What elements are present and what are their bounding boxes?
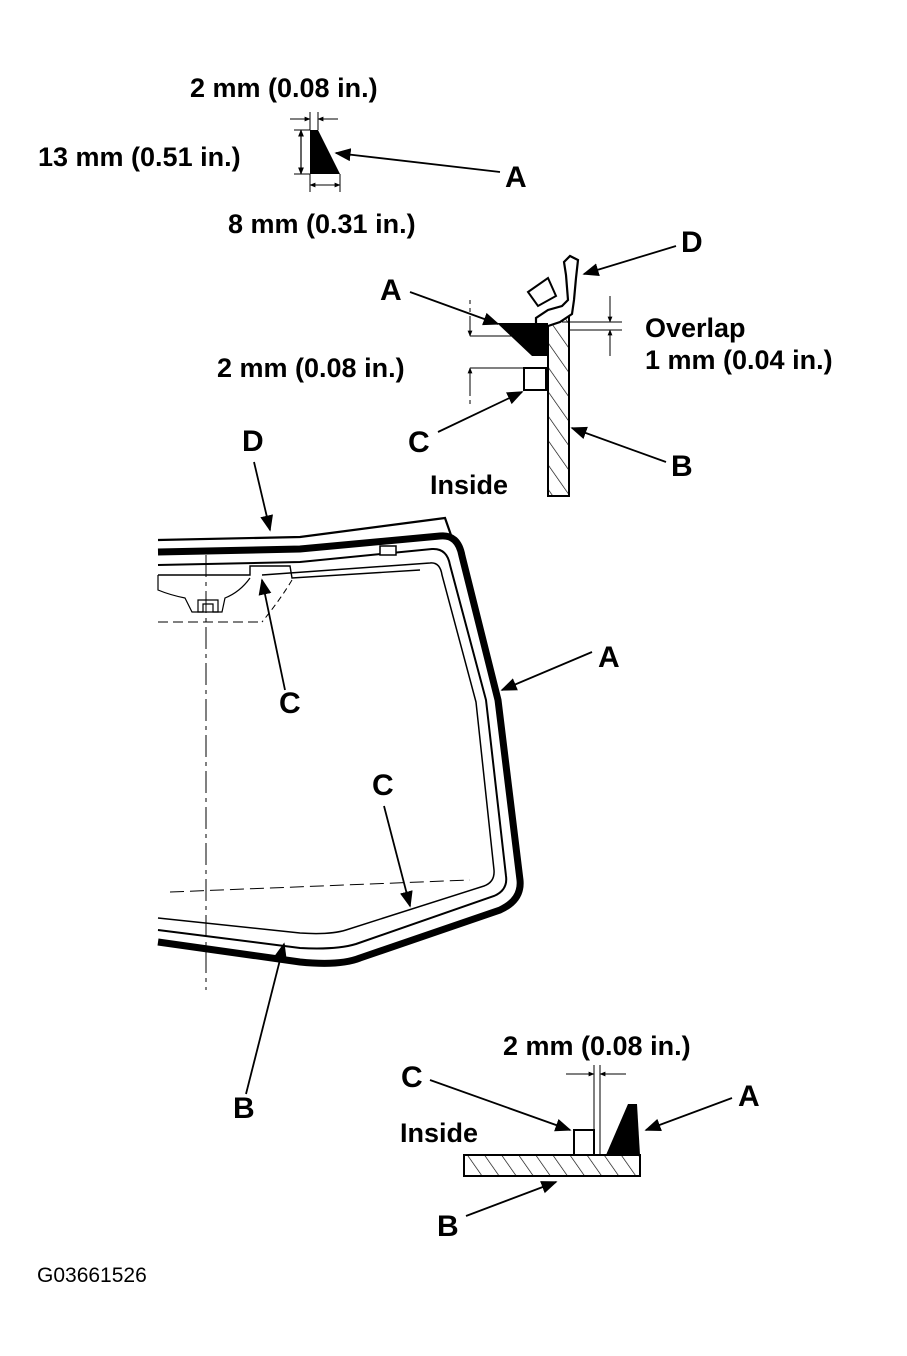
upper-callout-a: A bbox=[380, 274, 402, 307]
upper-section-detail: A D 2 mm (0.08 in.) Overlap 1 mm (0.04 i… bbox=[217, 226, 833, 500]
dam-bead-outline bbox=[157, 532, 524, 967]
lower-dam-a bbox=[606, 1104, 640, 1155]
lower-dim-label: 2 mm (0.08 in.) bbox=[503, 1031, 691, 1061]
upper-callout-b: B bbox=[671, 450, 693, 483]
mirror-bracket bbox=[157, 575, 251, 613]
dam-height-label: 13 mm (0.51 in.) bbox=[38, 142, 241, 172]
inner-panel-line bbox=[158, 565, 421, 579]
dam-width-top-label: 2 mm (0.08 in.) bbox=[190, 73, 378, 103]
spacer-c-section bbox=[523, 367, 547, 391]
windshield-callout-c-bottom: C bbox=[372, 769, 394, 802]
dam-callout-a: A bbox=[505, 161, 527, 194]
upper-callout-d: D bbox=[681, 226, 703, 259]
glass-outer-edge bbox=[157, 547, 508, 950]
windshield-callout-c-top: C bbox=[279, 687, 301, 720]
molding-d-profile bbox=[534, 254, 580, 332]
dam-width-bottom-label: 8 mm (0.31 in.) bbox=[228, 209, 416, 239]
dam-profile-detail: 2 mm (0.08 in.) 13 mm (0.51 in.) 8 mm (0… bbox=[38, 73, 527, 239]
glass-vertical-section bbox=[547, 311, 570, 497]
glass-horizontal-section bbox=[463, 1154, 641, 1177]
lower-callout-a: A bbox=[738, 1080, 760, 1113]
upper-inside-label: Inside bbox=[430, 470, 508, 500]
molding-clip bbox=[526, 276, 558, 308]
overlap-value-label: 1 mm (0.04 in.) bbox=[645, 345, 833, 375]
lower-section-detail: 2 mm (0.08 in.) C Inside A B bbox=[400, 1031, 760, 1243]
dam-leader-arrow bbox=[334, 148, 501, 173]
lower-callout-c: C bbox=[401, 1061, 423, 1094]
windshield-callout-b: B bbox=[233, 1092, 255, 1125]
lower-hidden-line bbox=[169, 879, 471, 893]
spacer-inner-line bbox=[157, 562, 495, 935]
roof-molding-edge bbox=[157, 516, 454, 542]
dam-profile-shape bbox=[310, 130, 340, 174]
figure-code: G03661526 bbox=[37, 1264, 147, 1287]
upper-dim-label: 2 mm (0.08 in.) bbox=[217, 353, 405, 383]
lower-callout-b: B bbox=[437, 1210, 459, 1243]
overlap-label: Overlap bbox=[645, 313, 746, 343]
top-spacer-block bbox=[379, 545, 397, 556]
windshield-callout-d: D bbox=[242, 425, 264, 458]
lower-spacer-c bbox=[573, 1129, 595, 1156]
windshield-overview: D A C C B bbox=[157, 425, 620, 1125]
dam-a-section bbox=[497, 323, 548, 356]
windshield-callout-a: A bbox=[598, 641, 620, 674]
upper-callout-c: C bbox=[408, 426, 430, 459]
lower-inside-label: Inside bbox=[400, 1118, 478, 1148]
